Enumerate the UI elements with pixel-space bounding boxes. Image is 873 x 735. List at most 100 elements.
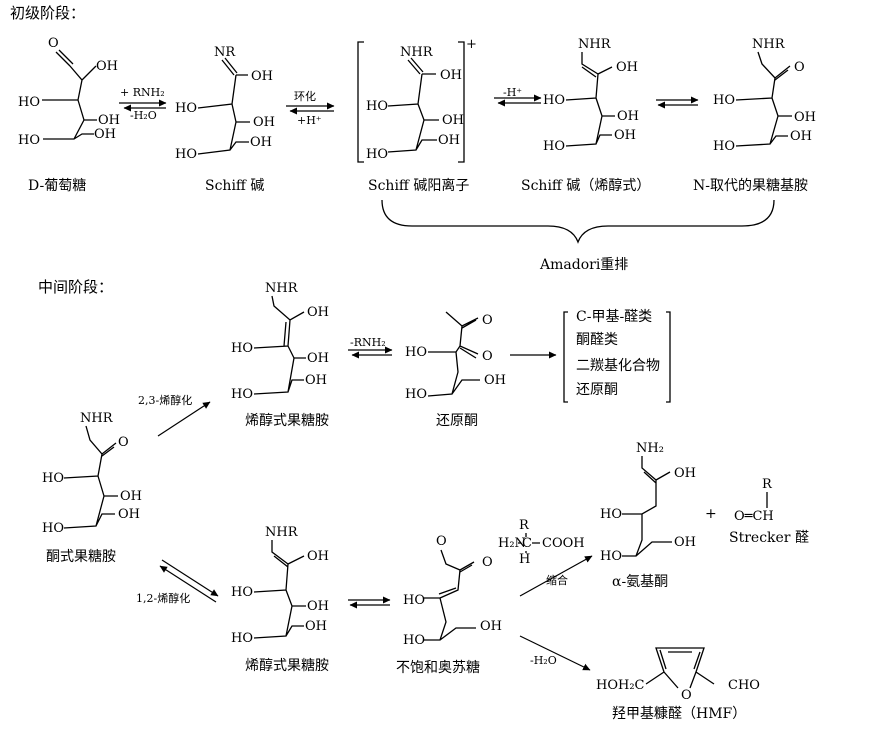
svg-text:HO: HO	[231, 585, 253, 600]
structure-n-fructosamine: NHR O HO OH HO OH N-取代的果糖基胺	[693, 37, 816, 194]
structure-reductone: O O HO HO OH 还原酮	[405, 311, 506, 429]
svg-text:O: O	[118, 435, 129, 450]
svg-text:NHR: NHR	[578, 37, 612, 52]
caption-schiff-enol: Schiff 碱（烯醇式）	[521, 177, 650, 194]
svg-text:O: O	[681, 688, 692, 703]
svg-text:HO: HO	[600, 507, 622, 522]
svg-text:R: R	[762, 477, 773, 492]
svg-text:NHR: NHR	[265, 525, 299, 540]
structure-enol-fructosamine-23: NHR OH HO OH HO OH 烯醇式果糖胺	[231, 281, 329, 429]
svg-text:HO: HO	[42, 471, 64, 486]
products-list: C-甲基-醛类 酮醛类 二羰基化合物 还原酮	[563, 308, 671, 403]
caption-enol-fructosamine-23: 烯醇式果糖胺	[245, 412, 329, 429]
svg-text:OH: OH	[94, 127, 116, 142]
structure-unsaturated-osone: O O HO HO OH 不饱和奥苏糖	[396, 534, 502, 676]
svg-text:OH: OH	[120, 489, 142, 504]
svg-text:OH: OH	[616, 60, 638, 75]
svg-text:HO: HO	[175, 101, 197, 116]
caption-enol-fructosamine-12: 烯醇式果糖胺	[245, 657, 329, 674]
structure-d-glucose: O OH HO HO OH OH D-葡萄糖	[18, 36, 120, 194]
stage-intermediate-label: 中间阶段：	[38, 278, 113, 296]
amino-acid-reagent: R H₂N C COOH H	[498, 518, 585, 567]
product-item: C-甲基-醛类	[576, 308, 652, 325]
arrow-condensation: 缩合	[519, 555, 593, 597]
structure-keto-fructosamine: NHR O HO OH HO OH 酮式果糖胺	[42, 411, 142, 565]
svg-text:NHR: NHR	[400, 45, 434, 60]
svg-text:O: O	[482, 313, 493, 328]
svg-text:NHR: NHR	[752, 37, 786, 52]
svg-text:1,2-烯醇化: 1,2-烯醇化	[136, 591, 190, 605]
arrow-dehydration: -H₂O	[519, 635, 591, 671]
structure-alpha-aminoketone: NH₂ OH HO HO OH α-氨基酮	[600, 441, 696, 590]
svg-text:OH: OH	[118, 507, 140, 522]
svg-text:OH: OH	[307, 305, 329, 320]
arrow-to-unsaturated-osone	[348, 596, 391, 609]
svg-text:HO: HO	[18, 95, 40, 110]
caption-hmf: 羟甲基糠醛（HMF）	[612, 705, 746, 722]
arrow-minus-amine: -RNH₂	[348, 336, 393, 359]
structure-enol-fructosamine-12: NHR OH HO OH HO OH 烯醇式果糖胺	[231, 525, 329, 674]
svg-text:OH: OH	[794, 110, 816, 125]
svg-text:HO: HO	[231, 341, 253, 356]
svg-text:-RNH₂: -RNH₂	[350, 336, 386, 349]
structure-schiff-cation: + NHR OH HO OH HO OH Schiff 碱阳离子	[357, 37, 477, 194]
svg-text:OH: OH	[674, 466, 696, 481]
svg-text:OH: OH	[253, 115, 275, 130]
arrow-cation-enol: -H⁺	[494, 86, 542, 107]
arrow-schiff-cation: 环化 +H⁺	[286, 89, 335, 127]
svg-text:OH: OH	[98, 113, 120, 128]
product-item: 还原酮	[576, 382, 618, 398]
svg-text:+: +	[466, 37, 477, 52]
svg-text:H: H	[519, 552, 530, 567]
svg-text:C: C	[522, 536, 532, 551]
svg-text:OH: OH	[96, 59, 118, 74]
caption-n-fructosamine: N-取代的果糖基胺	[693, 177, 808, 194]
plus-sign: +	[705, 506, 717, 522]
product-item: 二羰基化合物	[576, 357, 660, 374]
caption-unsaturated-osone: 不饱和奥苏糖	[396, 659, 480, 676]
svg-text:HO: HO	[175, 147, 197, 162]
svg-text:HO: HO	[42, 521, 64, 536]
arrow-glucose-schiff: + RNH₂ -H₂O	[119, 86, 167, 122]
svg-text:HO: HO	[403, 633, 425, 648]
svg-text:环化: 环化	[294, 89, 316, 103]
svg-text:OH: OH	[484, 373, 506, 388]
svg-text:HO: HO	[543, 139, 565, 154]
svg-text:NHR: NHR	[80, 411, 114, 426]
svg-text:OH: OH	[307, 549, 329, 564]
svg-text:OH: OH	[251, 69, 273, 84]
svg-text:O: O	[482, 349, 493, 364]
structure-strecker-aldehyde: R O═CH Strecker 醛	[729, 477, 809, 546]
svg-text:OH: OH	[307, 351, 329, 366]
caption-schiff-cation: Schiff 碱阳离子	[368, 177, 469, 194]
svg-text:COOH: COOH	[542, 536, 585, 551]
svg-text:HO: HO	[18, 133, 40, 148]
svg-text:NH₂: NH₂	[636, 441, 664, 456]
svg-text:HO: HO	[405, 387, 427, 402]
svg-text:缩合: 缩合	[546, 573, 568, 587]
caption-alpha-aminoketone: α-氨基酮	[612, 573, 668, 590]
svg-text:-H⁺: -H⁺	[503, 86, 522, 99]
svg-text:H₂N: H₂N	[498, 536, 526, 551]
svg-text:+H⁺: +H⁺	[297, 114, 322, 127]
amadori-rearrangement-brace: Amadori重排	[381, 199, 775, 273]
structure-schiff-enol: NHR OH HO OH HO OH Schiff 碱（烯醇式）	[521, 37, 650, 194]
svg-text:NHR: NHR	[265, 281, 299, 296]
svg-text:HO: HO	[231, 631, 253, 646]
svg-text:-H₂O: -H₂O	[530, 654, 557, 667]
svg-text:O: O	[482, 555, 493, 570]
svg-text:HO: HO	[600, 549, 622, 564]
svg-text:HOH₂C: HOH₂C	[596, 678, 645, 693]
stage-initial-label: 初级阶段：	[10, 4, 85, 22]
caption-schiff-base: Schiff 碱	[205, 178, 264, 194]
caption-reductone: 还原酮	[436, 413, 478, 429]
caption-keto-fructosamine: 酮式果糖胺	[46, 549, 116, 565]
arrow-enolization-12: 1,2-烯醇化	[136, 559, 219, 605]
svg-text:OH: OH	[617, 109, 639, 124]
svg-text:-H₂O: -H₂O	[130, 109, 157, 122]
svg-text:OH: OH	[305, 619, 327, 634]
svg-text:O: O	[794, 60, 805, 75]
svg-text:HO: HO	[231, 387, 253, 402]
svg-text:O═CH: O═CH	[734, 509, 774, 524]
